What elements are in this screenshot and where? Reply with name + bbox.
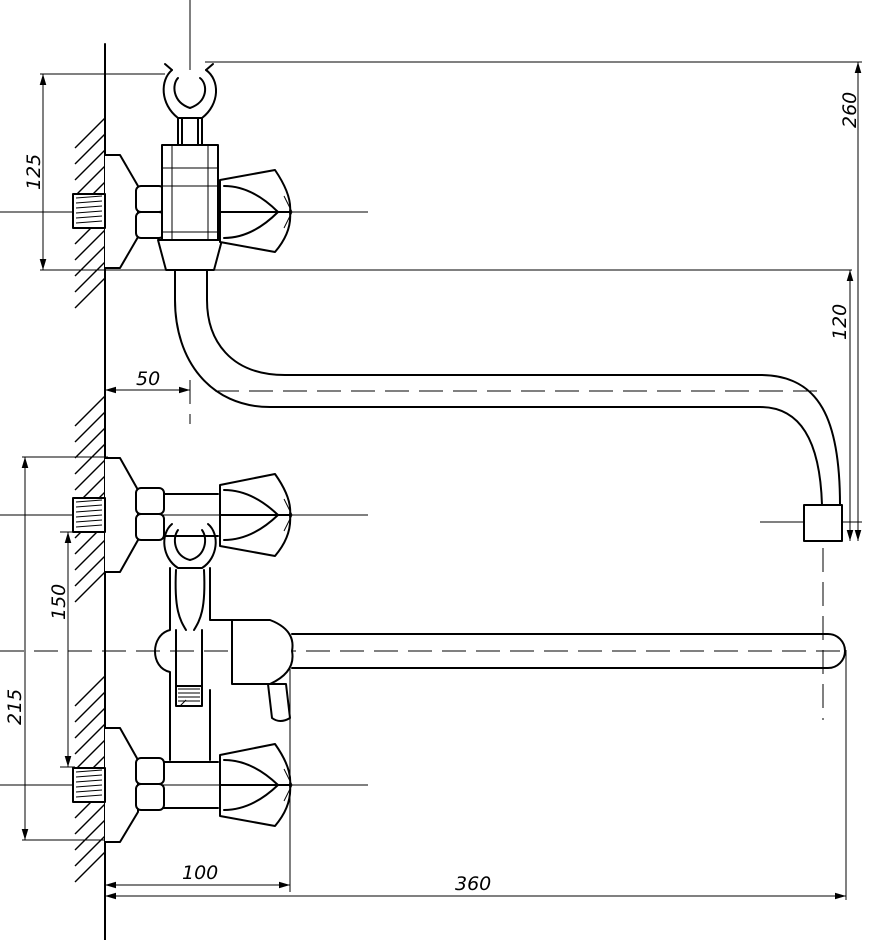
upper-spout bbox=[174, 269, 843, 542]
upper-tap-handle bbox=[219, 169, 293, 253]
wall bbox=[74, 43, 106, 940]
dimension-spout-reach: 360 bbox=[105, 873, 846, 900]
lower-shower-holder bbox=[163, 523, 217, 569]
middle-wall-flange bbox=[72, 457, 139, 573]
dim-125-label: 125 bbox=[23, 154, 45, 190]
middle-union-nut bbox=[135, 487, 219, 541]
dimension-lower-height: 215 bbox=[4, 457, 29, 840]
dim-100-label: 100 bbox=[182, 862, 218, 884]
dimension-wall-offset: 50 bbox=[105, 368, 190, 394]
upper-valve-body bbox=[157, 144, 223, 271]
lower-wall-flange bbox=[72, 727, 139, 843]
upper-wall-flange bbox=[72, 154, 139, 269]
upper-union-nut bbox=[135, 185, 165, 239]
dimension-upper-spout-drop: 120 bbox=[829, 270, 854, 541]
center-lines bbox=[0, 0, 862, 900]
lower-union-nut bbox=[135, 757, 219, 811]
dim-50-label: 50 bbox=[136, 368, 160, 390]
dimension-shower-holder-height: 260 bbox=[839, 62, 862, 541]
lower-tap-handle bbox=[219, 743, 293, 827]
dimension-inlet-spacing: 150 bbox=[48, 532, 72, 767]
dim-215-label: 215 bbox=[4, 689, 26, 725]
dimension-upper-tap-height: 125 bbox=[23, 74, 47, 270]
diverter-body bbox=[154, 567, 233, 761]
wall-hatching-lower bbox=[74, 395, 106, 883]
dim-120-label: 120 bbox=[829, 304, 851, 340]
shower-holder bbox=[162, 63, 218, 146]
dim-260-label: 260 bbox=[839, 92, 861, 128]
dimension-body-projection: 100 bbox=[105, 862, 290, 889]
dim-150-label: 150 bbox=[48, 584, 70, 620]
lower-spout bbox=[231, 619, 846, 722]
dim-360-label: 360 bbox=[455, 873, 491, 895]
middle-tap-handle bbox=[219, 473, 293, 557]
